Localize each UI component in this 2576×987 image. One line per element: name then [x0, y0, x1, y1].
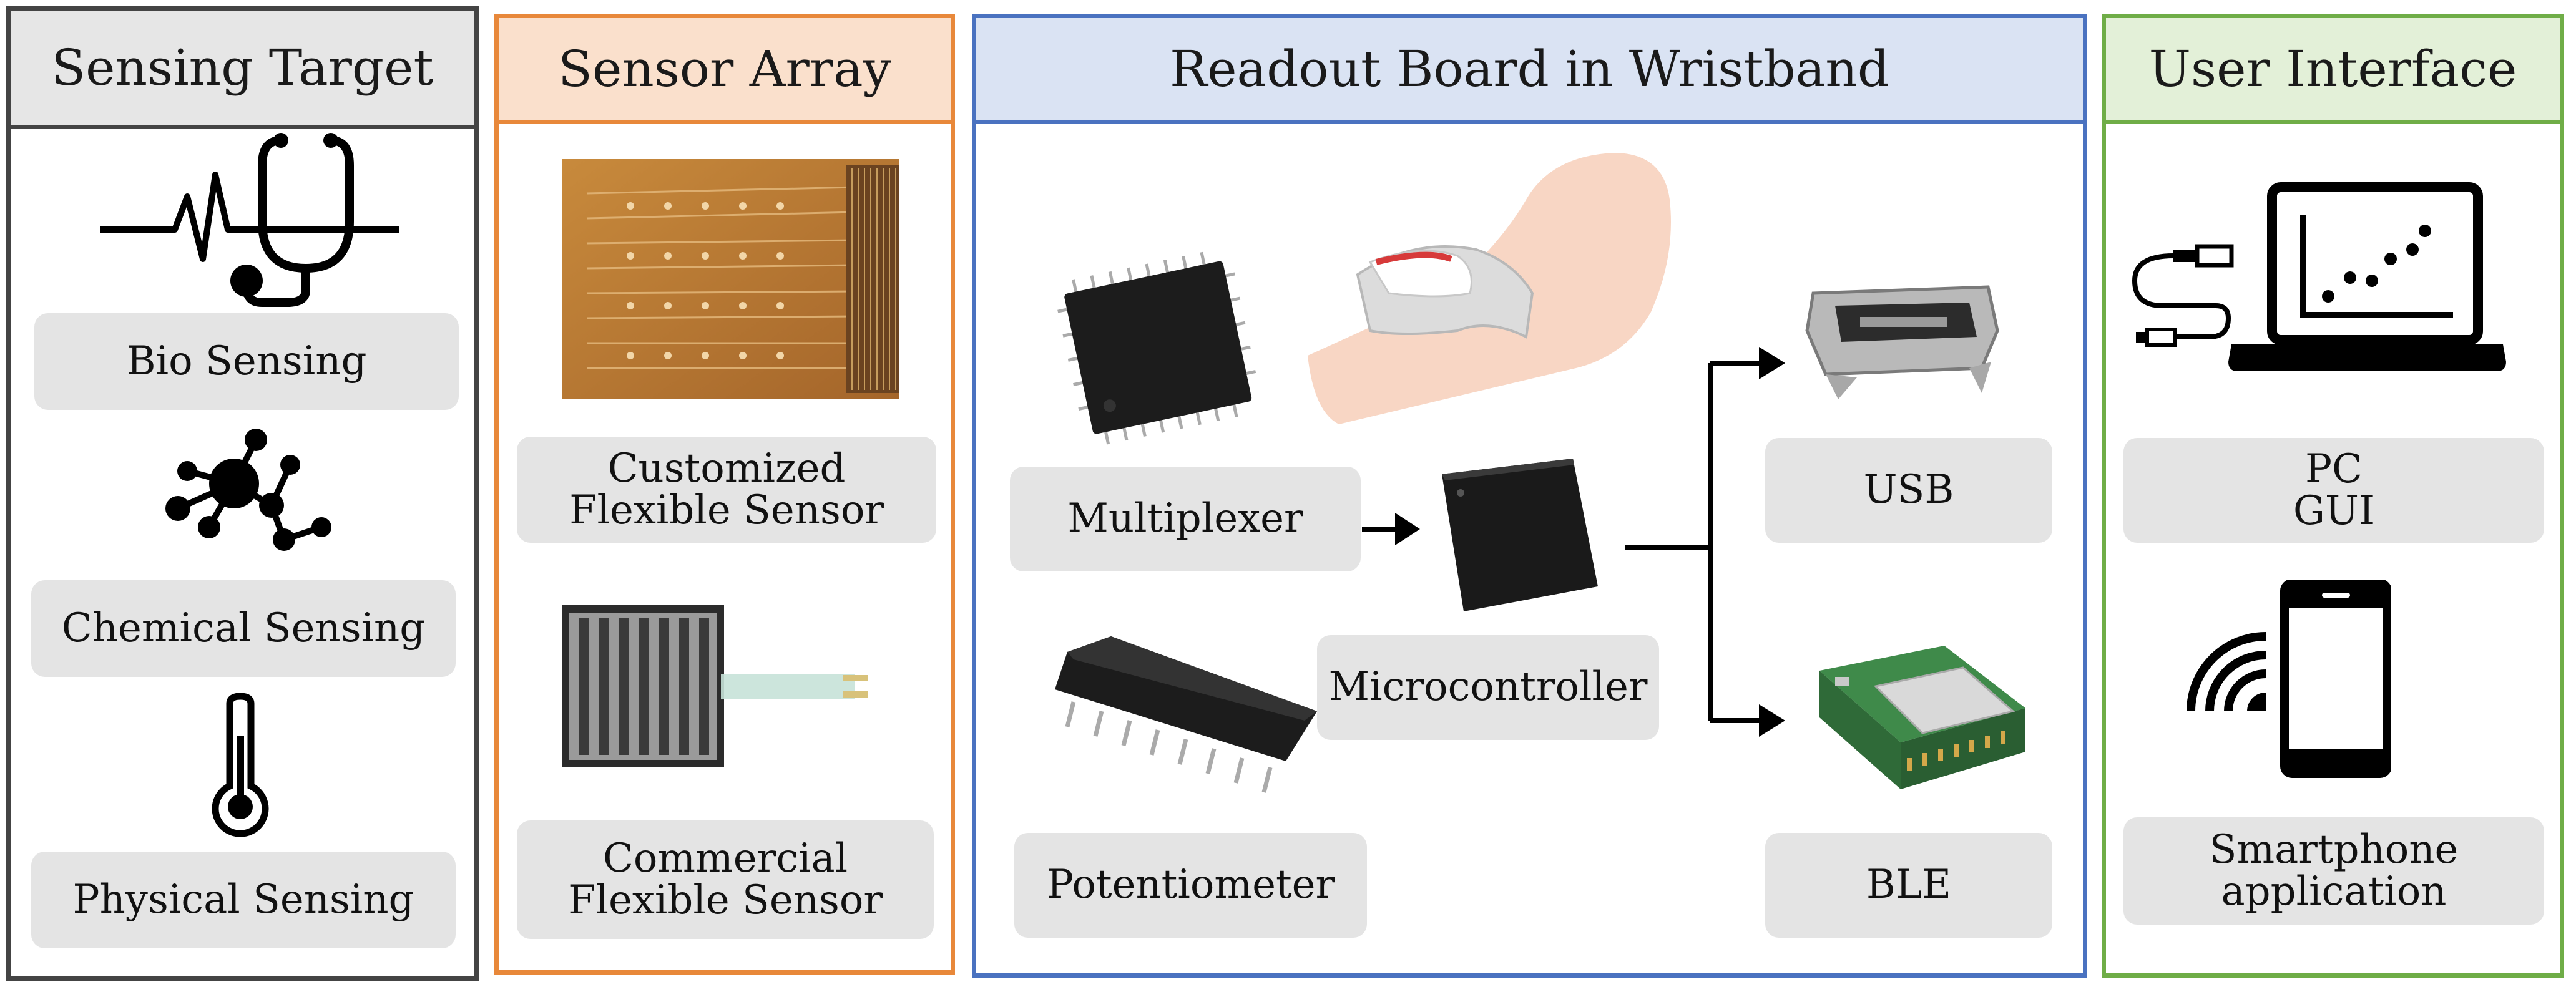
potentiometer-label: Potentiometer: [1014, 833, 1367, 938]
arrowhead-to-microcontroller: [1395, 513, 1420, 545]
microcontroller-label: Microcontroller: [1317, 635, 1659, 740]
user-interface-title: User Interface: [2106, 18, 2560, 124]
thermometer-icon: [212, 693, 269, 837]
arrowhead-to-usb: [1759, 347, 1785, 379]
physical-sensing-label: Physical Sensing: [31, 852, 456, 948]
commercial-flexible-sensor-label: Commercial Flexible Sensor: [517, 820, 934, 939]
usb-connector-photo: [1805, 285, 1999, 399]
smartphone-application-label: Smartphone application: [2123, 817, 2544, 925]
arrowhead-to-ble: [1759, 704, 1785, 737]
user-interface-panel: User Interface: [2102, 14, 2564, 978]
molecule-icon: [165, 429, 331, 551]
multiplexer-label: Multiplexer: [1010, 467, 1361, 571]
sensor-array-title: Sensor Array: [499, 18, 951, 124]
ble-label: BLE: [1765, 833, 2052, 938]
readout-board-title: Readout Board in Wristband: [976, 18, 2083, 124]
smartphone-wireless-icon: [2187, 580, 2391, 778]
chemical-sensing-label: Chemical Sensing: [31, 580, 456, 677]
microcontroller-chip-photo: [1442, 459, 1598, 611]
stethoscope-heartbeat-icon: [100, 133, 399, 307]
ble-module-photo: [1819, 646, 2025, 789]
potentiometer-chip-photo: [1055, 636, 1317, 793]
pc-gui-label: PC GUI: [2123, 438, 2544, 543]
customized-flexible-sensor-label: Customized Flexible Sensor: [517, 437, 936, 543]
force-sensor-photo: [562, 605, 868, 767]
sensing-target-title: Sensing Target: [11, 11, 474, 129]
bio-sensing-label: Bio Sensing: [34, 313, 459, 410]
multiplexer-chip-photo: [1057, 251, 1256, 445]
laptop-usb-icon: [2132, 182, 2506, 371]
usb-label: USB: [1765, 438, 2052, 543]
sensing-target-panel: Sensing Target: [6, 6, 479, 981]
sensor-array-panel: Sensor Array: [494, 14, 955, 975]
readout-board-panel: Readout Board in Wristband: [972, 14, 2087, 978]
flexible-sensor-array-photo: [562, 159, 899, 399]
wristband-photo: [1308, 153, 1671, 424]
